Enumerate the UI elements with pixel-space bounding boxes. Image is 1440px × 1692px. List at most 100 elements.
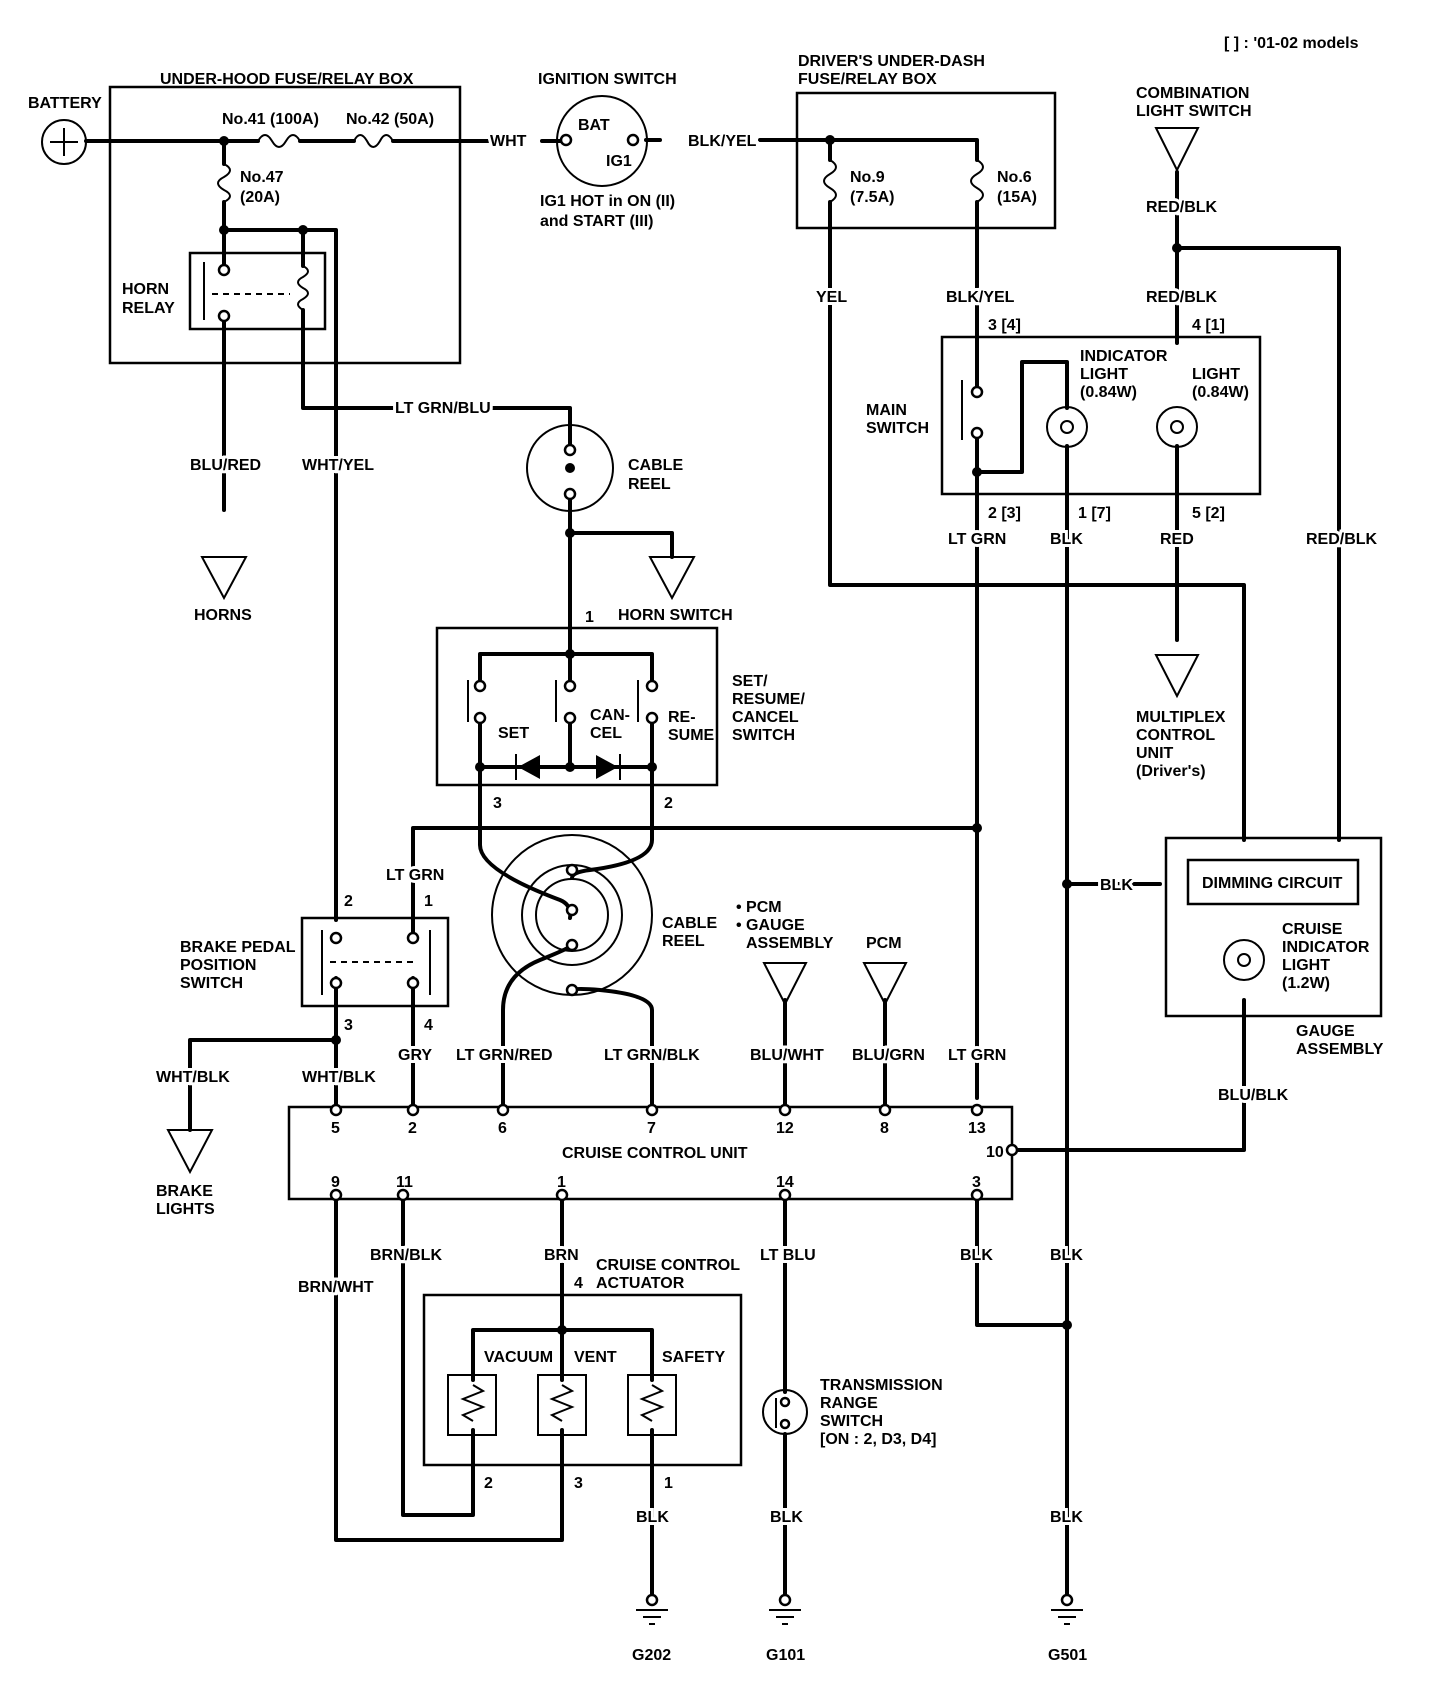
brake-switch-line-1: BRAKE PEDAL xyxy=(180,939,296,956)
horn-switch-label: HORN SWITCH xyxy=(618,607,733,624)
horns-arrow-icon xyxy=(200,556,248,601)
driver-fuse-box xyxy=(795,91,1057,230)
wire-label: RED/BLK xyxy=(1306,531,1378,548)
main-pin-3: 3 [4] xyxy=(988,317,1021,334)
brake-pedal-switch-box xyxy=(300,916,450,1008)
cable-reel-top-label-1: CABLE xyxy=(628,457,683,474)
diode-icon xyxy=(518,755,540,779)
horn-relay-label-2: RELAY xyxy=(122,300,175,317)
main-switch-label-2: SWITCH xyxy=(866,420,929,437)
under-hood-fuse-box xyxy=(108,85,462,365)
wire-label: WHT/YEL xyxy=(302,457,374,474)
models-note: [ ] : '01-02 models xyxy=(1224,35,1359,52)
brake-pin-2: 2 xyxy=(344,893,353,910)
set-switch-title-1: SET/ xyxy=(732,673,768,690)
wire-label: LT GRN xyxy=(386,867,444,884)
safety-solenoid-icon xyxy=(627,1374,677,1436)
horn-switch-arrow-icon xyxy=(648,556,696,601)
wire-label: BLK xyxy=(1050,1509,1083,1526)
wire-label: LT GRN xyxy=(948,1047,1006,1064)
indicator-label-3: (0.84W) xyxy=(1080,384,1137,401)
wire-label: WHT/BLK xyxy=(156,1069,230,1086)
cruise-light-3: LIGHT xyxy=(1282,957,1330,974)
vent-solenoid-icon xyxy=(537,1374,587,1436)
fuse9-label: No.9 xyxy=(850,169,885,186)
diode-icon xyxy=(596,755,618,779)
wire-label: BRN/BLK xyxy=(370,1247,442,1264)
gauge-title-2: ASSEMBLY xyxy=(1296,1041,1384,1058)
main-pin-4: 4 [1] xyxy=(1192,317,1225,334)
fuse-6-icon xyxy=(970,159,984,203)
ccu-bottom-pin: 1 xyxy=(557,1174,566,1191)
fuse-42-icon xyxy=(353,134,394,148)
labels: [ ] : '01-02 models BATTERY UNDER-HOOD F… xyxy=(28,35,1384,1664)
cable-reel-top-label-2: REEL xyxy=(628,476,671,493)
brake-switch-line-2: POSITION xyxy=(180,957,256,974)
fuse6-label: No.6 xyxy=(997,169,1032,186)
brake-pin-4: 4 xyxy=(424,1017,433,1034)
main-switch-label-1: MAIN xyxy=(866,402,907,419)
light-icon xyxy=(1156,406,1198,448)
trans-switch-line-1: TRANSMISSION xyxy=(820,1377,943,1394)
wire-label: LT BLU xyxy=(760,1247,816,1264)
vent-label: VENT xyxy=(574,1349,617,1366)
set-resume-cancel-box xyxy=(435,626,719,787)
ccu-title: CRUISE CONTROL UNIT xyxy=(562,1145,748,1162)
cruise-light-1: CRUISE xyxy=(1282,921,1343,938)
horn-relay-label: HORN xyxy=(122,281,169,298)
multiplex-line-4: (Driver's) xyxy=(1136,763,1206,780)
fuse47-label: No.47 xyxy=(240,169,284,186)
ccu-top-pin: 7 xyxy=(647,1120,656,1137)
set-switch-title-3: CANCEL xyxy=(732,709,799,726)
ccu-right-pin: 10 xyxy=(986,1144,1004,1161)
gauge-assembly-box xyxy=(1164,836,1383,1018)
ignition-switch-icon xyxy=(556,95,648,187)
battery-icon xyxy=(41,119,87,165)
trans-switch-line-4: [ON : 2, D3, D4] xyxy=(820,1431,936,1448)
cancel-label-1: CAN- xyxy=(590,707,630,724)
wire-label: RED/BLK xyxy=(1146,199,1218,216)
multiplex-line-3: UNIT xyxy=(1136,745,1174,762)
actuator-pin-1: 1 xyxy=(664,1475,673,1492)
cruise-light-2: INDICATOR xyxy=(1282,939,1370,956)
set-pin-3: 3 xyxy=(493,795,502,812)
horns-label: HORNS xyxy=(194,607,252,624)
cruise-light-4: (1.2W) xyxy=(1282,975,1330,992)
pcm-gauge-line-2: • GAUGE xyxy=(736,917,805,934)
fuse42-label: No.42 (50A) xyxy=(346,111,434,128)
set-switch-title-2: RESUME/ xyxy=(732,691,805,708)
fuse41-label: No.41 (100A) xyxy=(222,111,319,128)
resume-label-1: RE- xyxy=(668,709,696,726)
safety-label: SAFETY xyxy=(662,1349,725,1366)
brake-pin-3: 3 xyxy=(344,1017,353,1034)
cruise-indicator-light-icon xyxy=(1223,939,1265,981)
driver-box-title-1: DRIVER'S UNDER-DASH xyxy=(798,53,985,70)
ground-icon xyxy=(769,1593,801,1625)
ccu-top-pin: 2 xyxy=(408,1120,417,1137)
main-pin-2: 2 [3] xyxy=(988,505,1021,522)
ground-g202: G202 xyxy=(632,1647,671,1664)
ccu-top-pin: 12 xyxy=(776,1120,794,1137)
wire-label: WHT xyxy=(490,133,527,150)
brake-pin-1: 1 xyxy=(424,893,433,910)
set-pin-1: 1 xyxy=(585,609,594,626)
wire-labels: WHT BLK/YEL YEL BLK/YEL RED/BLK RED/BLK … xyxy=(153,130,1381,1529)
gauge-title-1: GAUGE xyxy=(1296,1023,1355,1040)
ignition-bat: BAT xyxy=(578,117,610,134)
ground-icon xyxy=(636,1593,668,1625)
trans-switch-line-3: SWITCH xyxy=(820,1413,883,1430)
actuator-pin-2: 2 xyxy=(484,1475,493,1492)
brake-switch-line-3: SWITCH xyxy=(180,975,243,992)
wire-label: BLK xyxy=(960,1247,993,1264)
vacuum-label: VACUUM xyxy=(484,1349,553,1366)
pcm-label: PCM xyxy=(866,935,902,952)
transmission-switch-icon xyxy=(762,1389,808,1435)
set-switch-title-4: SWITCH xyxy=(732,727,795,744)
brake-lights-line-2: LIGHTS xyxy=(156,1201,215,1218)
actuator-pin-3: 3 xyxy=(574,1475,583,1492)
wire-label: BLU/GRN xyxy=(852,1047,925,1064)
symbols xyxy=(41,95,1265,1625)
resume-label-2: SUME xyxy=(668,727,715,744)
wire-label: BRN xyxy=(544,1247,579,1264)
ignition-title: IGNITION SWITCH xyxy=(538,71,677,88)
